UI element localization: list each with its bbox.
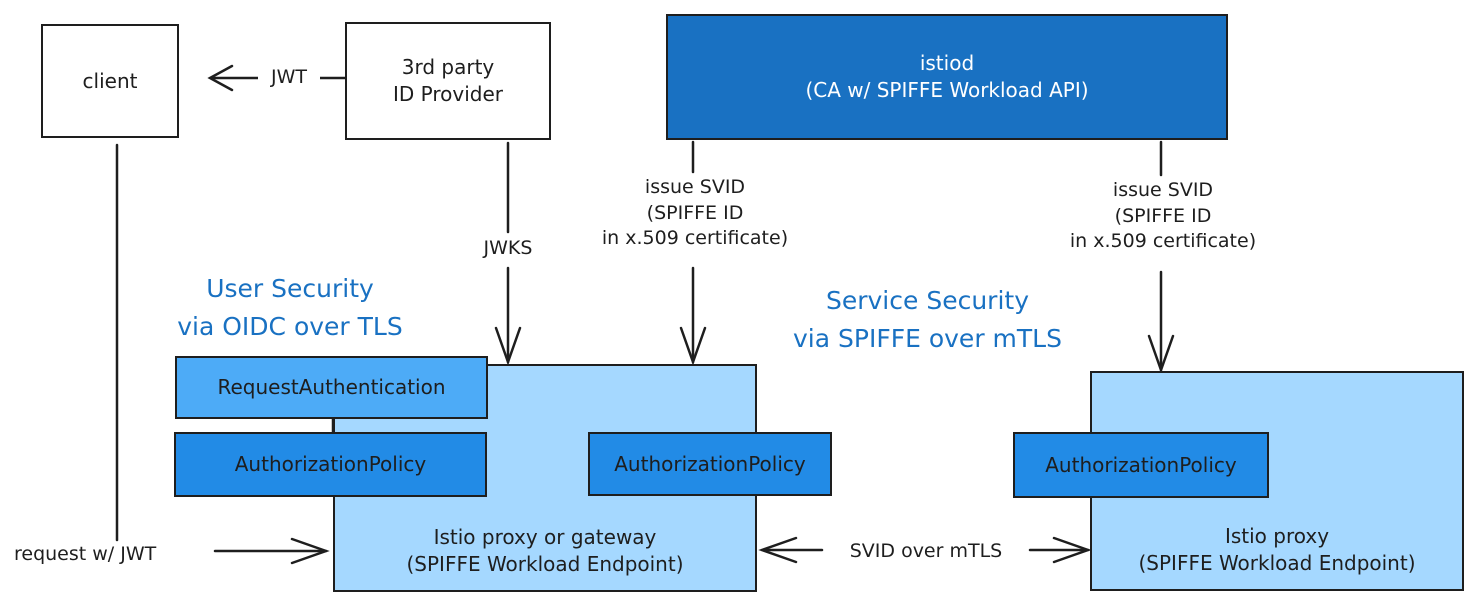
istiod-label: istiod (CA w/ SPIFFE Workload API) <box>805 51 1089 102</box>
authz-policy-gateway-left-label: AuthorizationPolicy <box>234 452 427 476</box>
jwks-arrowhead <box>494 326 522 366</box>
user-security-title: User Security via OIDC over TLS <box>177 274 403 341</box>
authz-policy-gateway-left-node[interactable]: AuthorizationPolicy <box>174 432 487 497</box>
svid-mtls-edge-label: SVID over mTLS <box>849 540 1003 562</box>
mtls-arrowhead-right <box>1052 536 1092 564</box>
issue-svid-right-label: issue SVID (SPIFFE ID in x.509 certifica… <box>1069 179 1257 253</box>
jwt-edge-label: JWT <box>258 65 320 91</box>
client-node[interactable]: client <box>41 24 179 138</box>
id-provider-label: 3rd party ID Provider <box>393 55 503 106</box>
client-label: client <box>82 68 138 93</box>
authz-policy-proxy-node[interactable]: AuthorizationPolicy <box>1013 432 1269 498</box>
authz-policy-proxy-label: AuthorizationPolicy <box>1045 452 1237 477</box>
issue-svid-left-label: issue SVID (SPIFFE ID in x.509 certifica… <box>601 176 789 250</box>
proxy-label: Istio proxy (SPIFFE Workload Endpoint) <box>1138 524 1416 575</box>
service-security-title: Service Security via SPIFFE over mTLS <box>793 286 1062 353</box>
request-arrowhead <box>290 537 330 565</box>
jwks-edge-label: JWKS <box>472 236 544 262</box>
authz-policy-gateway-right-node[interactable]: AuthorizationPolicy <box>588 432 832 496</box>
request-edge-label: request w/ JWT <box>14 543 157 565</box>
svid-right-arrowhead <box>1147 334 1175 374</box>
svid-left-arrowhead <box>679 326 707 366</box>
authz-policy-gateway-right-label: AuthorizationPolicy <box>614 451 806 476</box>
jwt-arrowhead <box>207 64 234 92</box>
gateway-label: Istio proxy or gateway (SPIFFE Workload … <box>406 525 684 576</box>
request-authentication-node[interactable]: RequestAuthentication <box>175 356 488 419</box>
mtls-arrowhead-left <box>758 536 798 564</box>
id-provider-node[interactable]: 3rd party ID Provider <box>345 22 551 140</box>
istiod-node[interactable]: istiod (CA w/ SPIFFE Workload API) <box>666 14 1228 140</box>
request-authentication-label: RequestAuthentication <box>217 375 446 399</box>
